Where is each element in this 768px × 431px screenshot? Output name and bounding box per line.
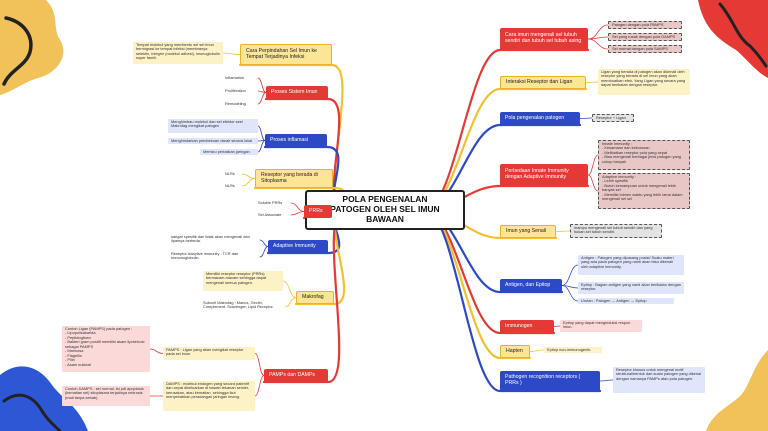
link-note-self-immune: [555, 230, 571, 232]
note-urutan: Urutan : Patogen → Antigen → Epitop: [578, 298, 674, 305]
link-note-urutan: [561, 285, 579, 302]
branch-prrs-receptors: Pathogen recognition receptors ( PRRs ): [500, 371, 600, 391]
link-note-damps-pattern: [587, 36, 609, 40]
link-note-makrofag-2: [284, 297, 297, 308]
link-note-adaptive-1: [259, 239, 269, 247]
branch-pattern-recognition: Pola pengenalan patogen: [500, 112, 580, 125]
note-ligan-examples: Contoh Ligan (PAMPS) pada patogen : - Li…: [62, 326, 150, 372]
branch-immune-process: Proses Sistem Imun: [266, 86, 328, 99]
link-note-remodeling: [257, 92, 267, 105]
note-makrofag-2: Subunit Makrofag : Manus, Gectin, Comple…: [203, 300, 274, 310]
note-inflammation-1: Menghimbau molekul dan sel efektor seel …: [168, 119, 258, 133]
branch-prrs: PRRs: [304, 205, 332, 218]
note-proliferation: Proliferation: [225, 88, 246, 93]
note-adaptive: Adaptive immunity : - Lebih spesifik - B…: [598, 173, 690, 209]
branch-self-immune: Imun yang Senali: [500, 225, 556, 238]
note-nlrs-1: NLRs: [225, 171, 235, 176]
note-adaptive-1: sangat spesifik dan tidak akan mengenali…: [171, 234, 250, 244]
blob-bottom-right: [706, 350, 768, 431]
link-note-antigen: [561, 264, 579, 286]
link-note-innate: [587, 154, 599, 176]
note-prrs-receptors: Reseptor khusus untuk mengenal motif str…: [613, 367, 705, 393]
note-inflammation-3: Memicu perbaikan jaringan: [200, 149, 258, 156]
link-note-damps: [254, 375, 265, 397]
link-note-receptor-plus-ligan: [579, 117, 593, 119]
note-remodeling: Remodeling: [225, 101, 246, 106]
blob-bottom-left: [0, 366, 88, 431]
branch-pamps-damps: PAMPs dan DAMPs: [264, 369, 328, 382]
note-nlrs-2: NLRs: [225, 183, 235, 188]
note-soluble-prrs: Soluble PRRs: [258, 200, 283, 205]
link-note-receptor-ligand: [585, 81, 599, 83]
branch-hapten: Hapten: [500, 345, 530, 358]
note-damps-examples: Contoh DAMPS : sel normal, tsi pdl apopt…: [62, 386, 150, 406]
branch-receptor-ligand: Interaksi Reseptor dan Ligan: [500, 76, 586, 89]
note-self-immune: mampu mengenali sel tubuh sendiri dan ya…: [570, 224, 662, 238]
branch-immunogen: Immunogen: [500, 320, 554, 333]
note-receptor-plus-ligan: Reseptor + Ligan: [592, 114, 634, 123]
note-adaptive-2: Reseptor Adaptive immunity : TCR dan Imm…: [171, 251, 239, 261]
note-damps-pattern: Sel yang rusak dengan pola DAMPS: [608, 33, 682, 42]
link-note-samps-pattern: [587, 38, 609, 50]
link-note-migration: [222, 52, 241, 55]
link-note-inflamation: [257, 77, 267, 93]
branch-adaptive-immunity: Adaptive Immunity: [268, 240, 328, 253]
blob-top-left: [0, 0, 64, 95]
note-antigen: Antigen : Patogen yang dipasang posisi/ …: [578, 255, 684, 275]
branch-self-recognition: Cara imun mengenali sel tubuh sendiri da…: [500, 28, 588, 50]
note-inflammation-2: Menghindarkan pembekuan darah secara lok…: [168, 138, 258, 145]
note-immunogen: Epitop yang dapat menginduksi respon imu…: [560, 320, 642, 332]
link-note-adaptive: [587, 174, 599, 192]
note-receptor-ligand: Ligan yang berada di patogen akan dikena…: [598, 69, 690, 95]
branch-antigen-epitop: Antigen, dan Epitop: [500, 279, 562, 292]
link-note-sel-associate: [290, 211, 305, 216]
note-inflamation: Inflamation: [225, 75, 245, 80]
link-note-nlrs-1: [241, 173, 256, 179]
note-hapten: Epitop non-immunogenik.: [544, 347, 602, 354]
note-epitop: Epitop : Bagian antigen yang nanti akan …: [578, 282, 684, 294]
note-pamps: PAMPS : Ligan yang akan mengikat resepto…: [163, 347, 255, 360]
branch-inflammation: Proses inflamasi: [265, 134, 327, 147]
link-note-inflammation-1: [257, 125, 266, 141]
link-note-makrofag-1: [282, 280, 297, 298]
central-topic: POLA PENGENALAN PATOGEN OLEH SEL IMUN BA…: [305, 190, 465, 230]
branch-innate-vs-adaptive: Perbedaan Innate Immunity dengan Adaptiv…: [500, 164, 588, 186]
link-note-ligan-examples: [149, 348, 164, 354]
branch-makrofag: Makrofag: [296, 291, 334, 304]
note-innate: Innate Immunity : - Kesamaan dan kekurus…: [598, 140, 690, 170]
note-migration: Tempat molekul yang membentu sel sel imu…: [133, 42, 223, 64]
link-note-pamps: [254, 353, 265, 376]
branch-cytoplasm-receptor: Reseptor yang berada di Sitoplasma: [255, 169, 333, 188]
note-damps: DAMPS : molekul endogen yang secara pate…: [163, 381, 255, 411]
note-sel-associate: Sel Associate: [258, 212, 282, 217]
branch-migration: Cara Perpindahan Sel Imun ke Tempat Terj…: [240, 44, 332, 65]
link-note-inflammation-3: [257, 140, 266, 153]
link-note-soluble-prrs: [290, 202, 305, 212]
note-pamps-pattern: Patogen dengan pola PAMPS: [608, 21, 682, 30]
link-note-immunogen: [553, 325, 561, 327]
link-note-adaptive-2: [259, 246, 269, 258]
link-note-hapten: [529, 349, 545, 352]
link-note-nlrs-2: [241, 178, 256, 187]
blob-top-right: [698, 0, 768, 78]
link-note-prrs-receptors: [599, 379, 614, 382]
note-makrofag-1: Memiliki reseptor reseptor (PRRs) bermac…: [203, 271, 283, 291]
note-samps-pattern: Sel normal dengan pola SAMPS: [608, 45, 682, 54]
